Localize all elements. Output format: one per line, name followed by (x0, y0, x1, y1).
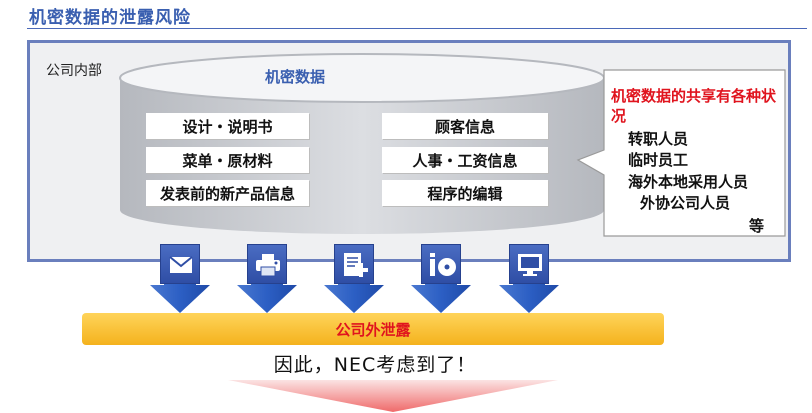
callout-item-overseas-hires: 海外本地采用人员 (628, 173, 749, 191)
data-item-program-editing: 程序的编辑 (382, 180, 548, 206)
mail-icon (160, 244, 200, 284)
media-icon (421, 244, 461, 284)
company-internal-label: 公司内部 (46, 63, 102, 79)
callout-etc: 等 (749, 217, 765, 235)
monitor-icon (509, 244, 549, 284)
external-leak-bar: 公司外泄露 (82, 313, 664, 345)
callout-bubble (576, 69, 786, 237)
printer-icon (247, 244, 287, 284)
diagram-title: 机密数据的泄露风险 (29, 8, 191, 28)
callout-title: 机密数据的共享有各种状况 (611, 87, 777, 125)
document-icon (334, 244, 374, 284)
data-item-unreleased-products: 发表前的新产品信息 (146, 180, 309, 206)
data-item-menu-materials: 菜单・原材料 (146, 147, 309, 173)
conclusion-arrow (228, 380, 558, 412)
callout-item-contractors: 外协公司人员 (640, 194, 731, 212)
callout-item-transferred-staff: 转职人员 (628, 130, 689, 148)
data-item-design-spec: 设计・说明书 (146, 113, 309, 139)
callout-item-temp-staff: 临时员工 (628, 151, 689, 169)
title-rule (27, 28, 807, 29)
database-title: 机密数据 (264, 68, 325, 86)
data-item-customer-info: 顾客信息 (382, 113, 548, 139)
data-item-hr-salary: 人事・工资信息 (382, 147, 548, 173)
conclusion-text: 因此，NEC考虑到了！ (273, 354, 477, 376)
